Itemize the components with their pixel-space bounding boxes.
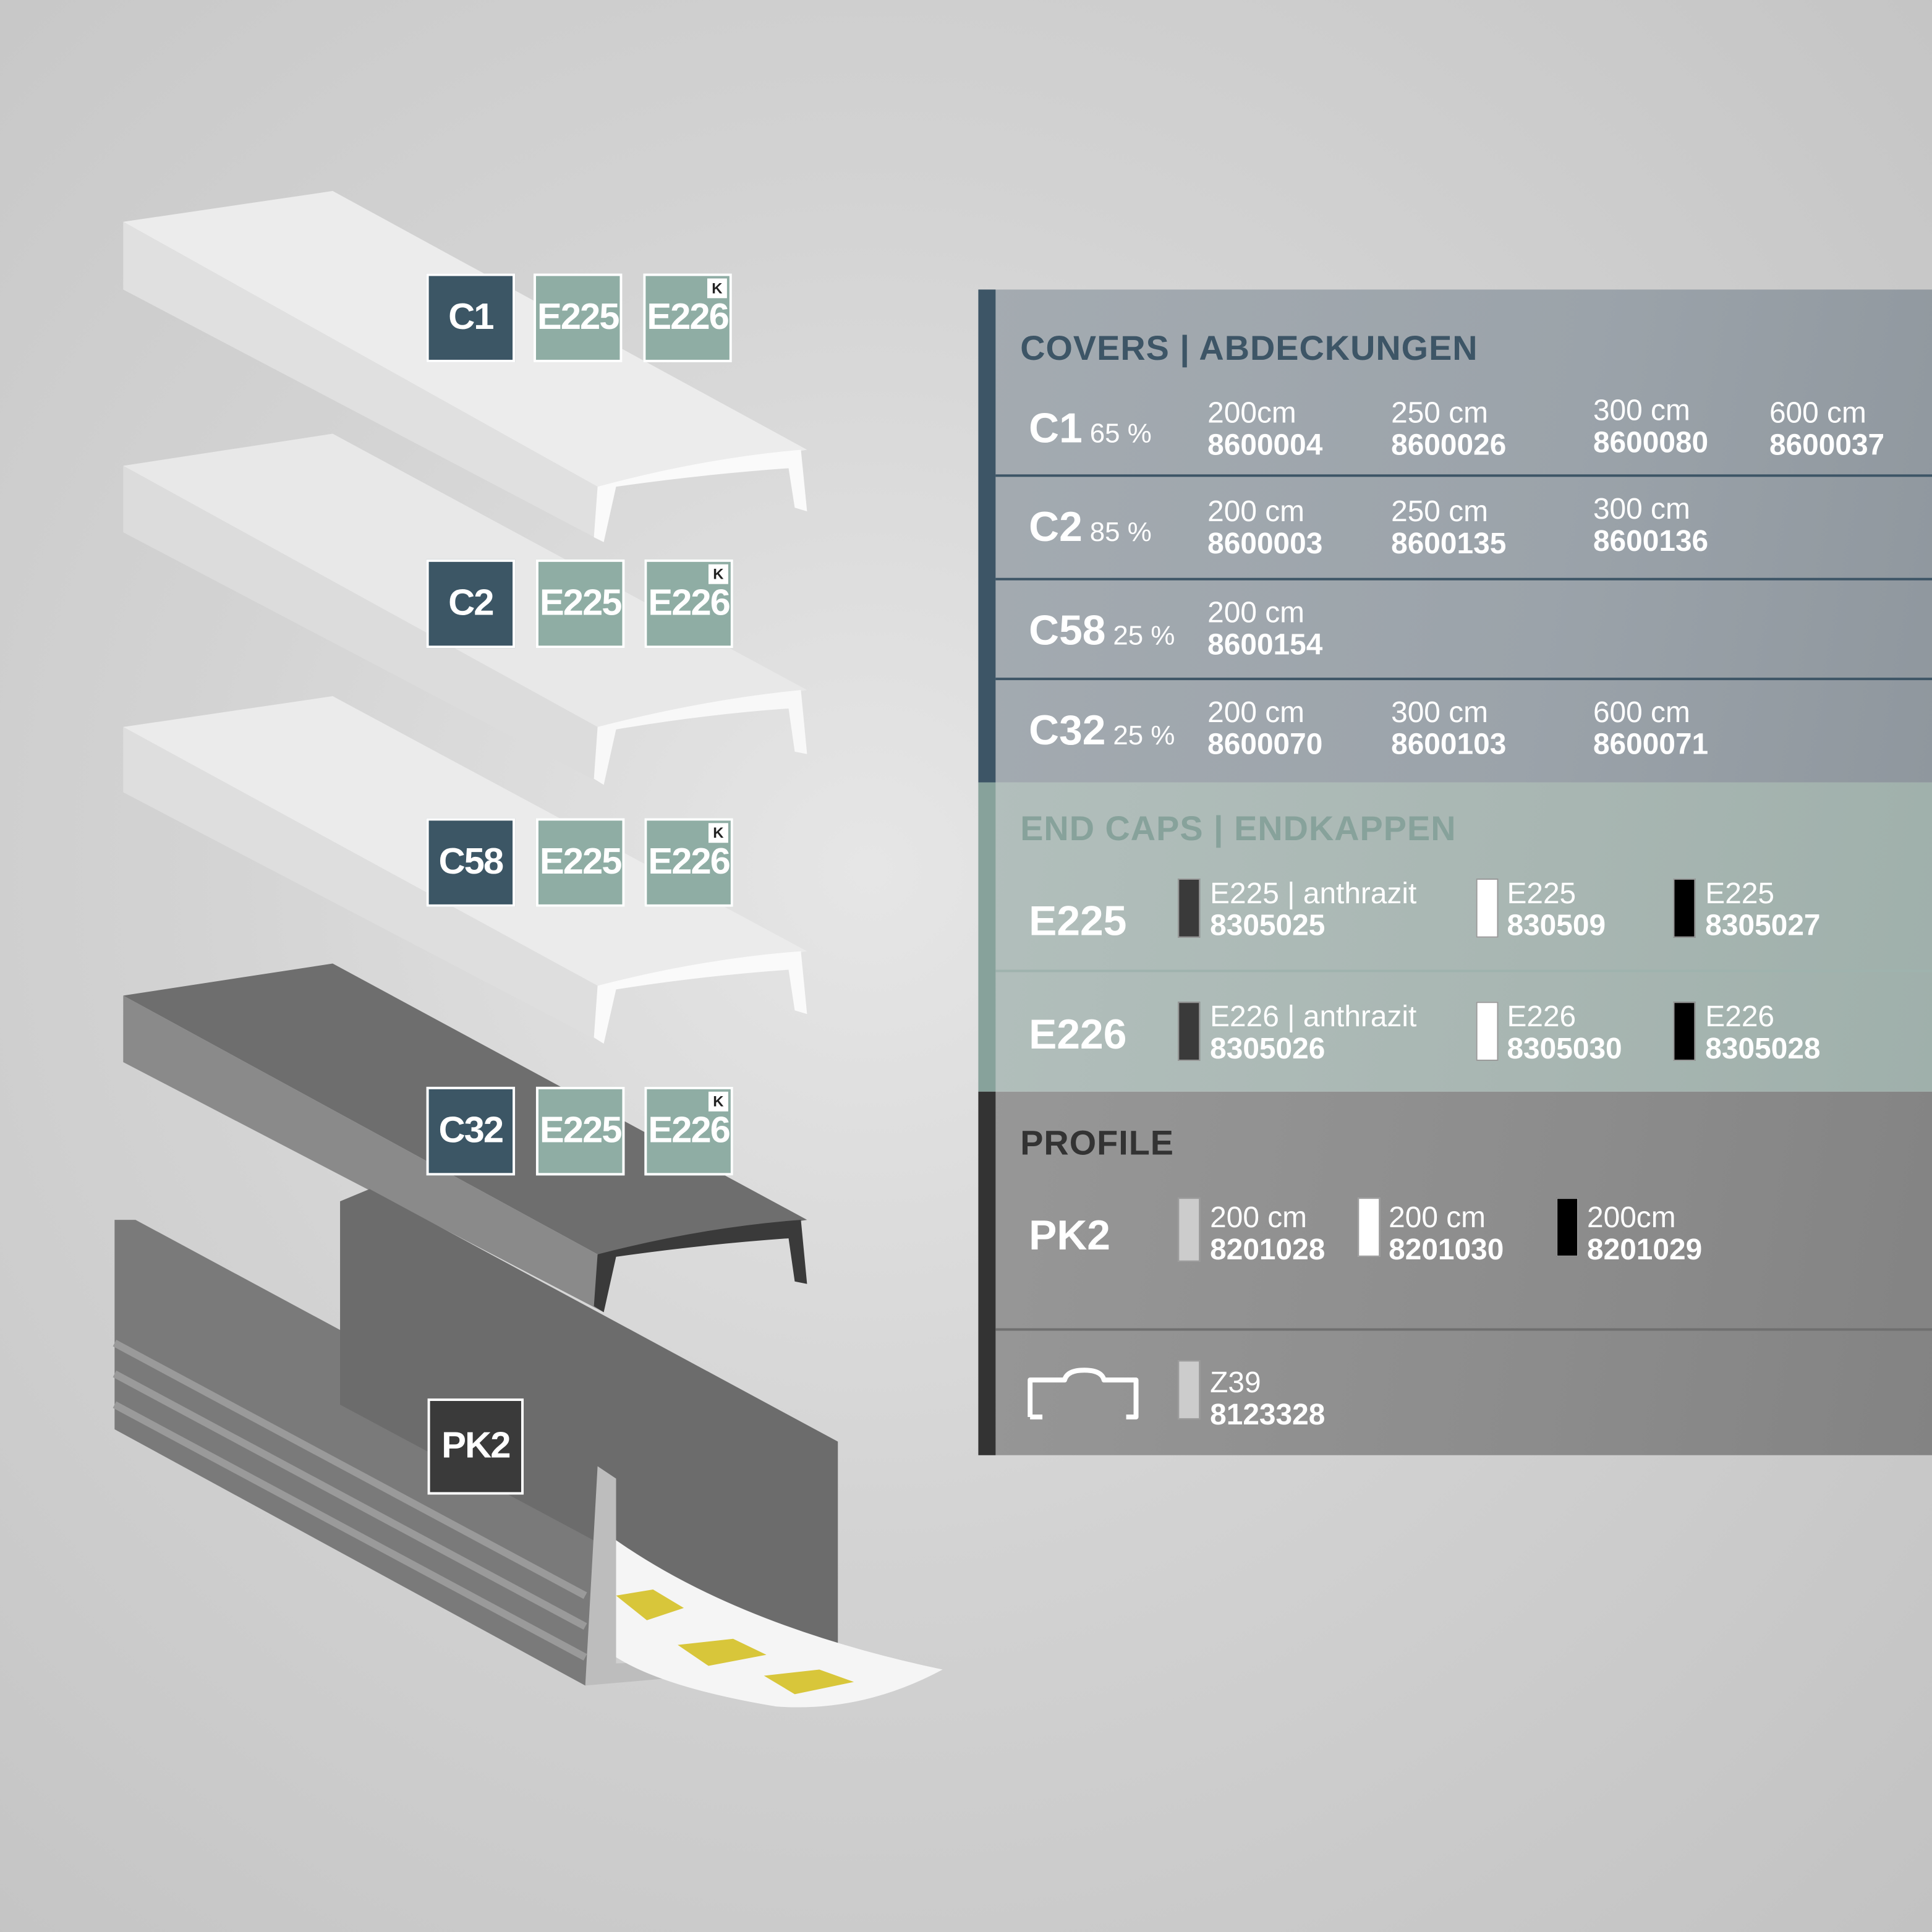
color-swatch <box>1178 1198 1201 1262</box>
cover-badge: C2 <box>426 559 516 649</box>
color-swatch <box>1476 1002 1499 1061</box>
endcap-badge: E225 <box>535 559 625 649</box>
badge-label: E226 <box>648 582 731 624</box>
endcap-badge: E225 <box>535 818 625 907</box>
endcap-badge: E225 <box>535 1086 625 1176</box>
color-swatch <box>1673 1002 1696 1061</box>
badge-label: E226 <box>648 841 731 882</box>
profile-badge: PK2 <box>427 1398 524 1495</box>
endcap-badge: E225 <box>533 273 623 362</box>
color-swatch <box>1673 879 1696 938</box>
endcaps-section: END CAPS | ENDKAPPEN E225 E225 | anthraz… <box>978 782 1932 1092</box>
section-title: END CAPS | ENDKAPPEN <box>1020 809 1457 848</box>
color-swatch <box>1476 879 1499 938</box>
section-bar <box>978 782 996 1092</box>
k-mark: K <box>708 1091 728 1112</box>
cover-badge: C58 <box>426 818 516 907</box>
mounting-clip-icon <box>1028 1368 1139 1419</box>
k-mark: K <box>707 278 727 299</box>
color-swatch <box>1556 1198 1579 1257</box>
badge-label: E226 <box>647 297 730 338</box>
section-bar <box>978 289 996 783</box>
color-swatch <box>1178 1002 1201 1061</box>
k-mark: K <box>708 564 728 584</box>
section-title: PROFILE <box>1020 1123 1175 1162</box>
color-swatch <box>1358 1198 1381 1257</box>
row-label: PK2 <box>1029 1212 1110 1259</box>
color-swatch <box>1178 1360 1201 1419</box>
row-label: E226 <box>1029 1011 1127 1058</box>
row-label: E225 <box>1029 898 1127 945</box>
k-mark: K <box>708 823 728 843</box>
pk2-profile-illustration <box>113 1189 943 1708</box>
color-swatch <box>1178 879 1201 938</box>
section-bar <box>978 1091 996 1455</box>
section-title: COVERS | ABDECKUNGEN <box>1020 329 1478 367</box>
badge-label: E226 <box>648 1110 731 1151</box>
cover-badge: C1 <box>426 273 516 362</box>
cover-badge: C32 <box>426 1086 516 1176</box>
